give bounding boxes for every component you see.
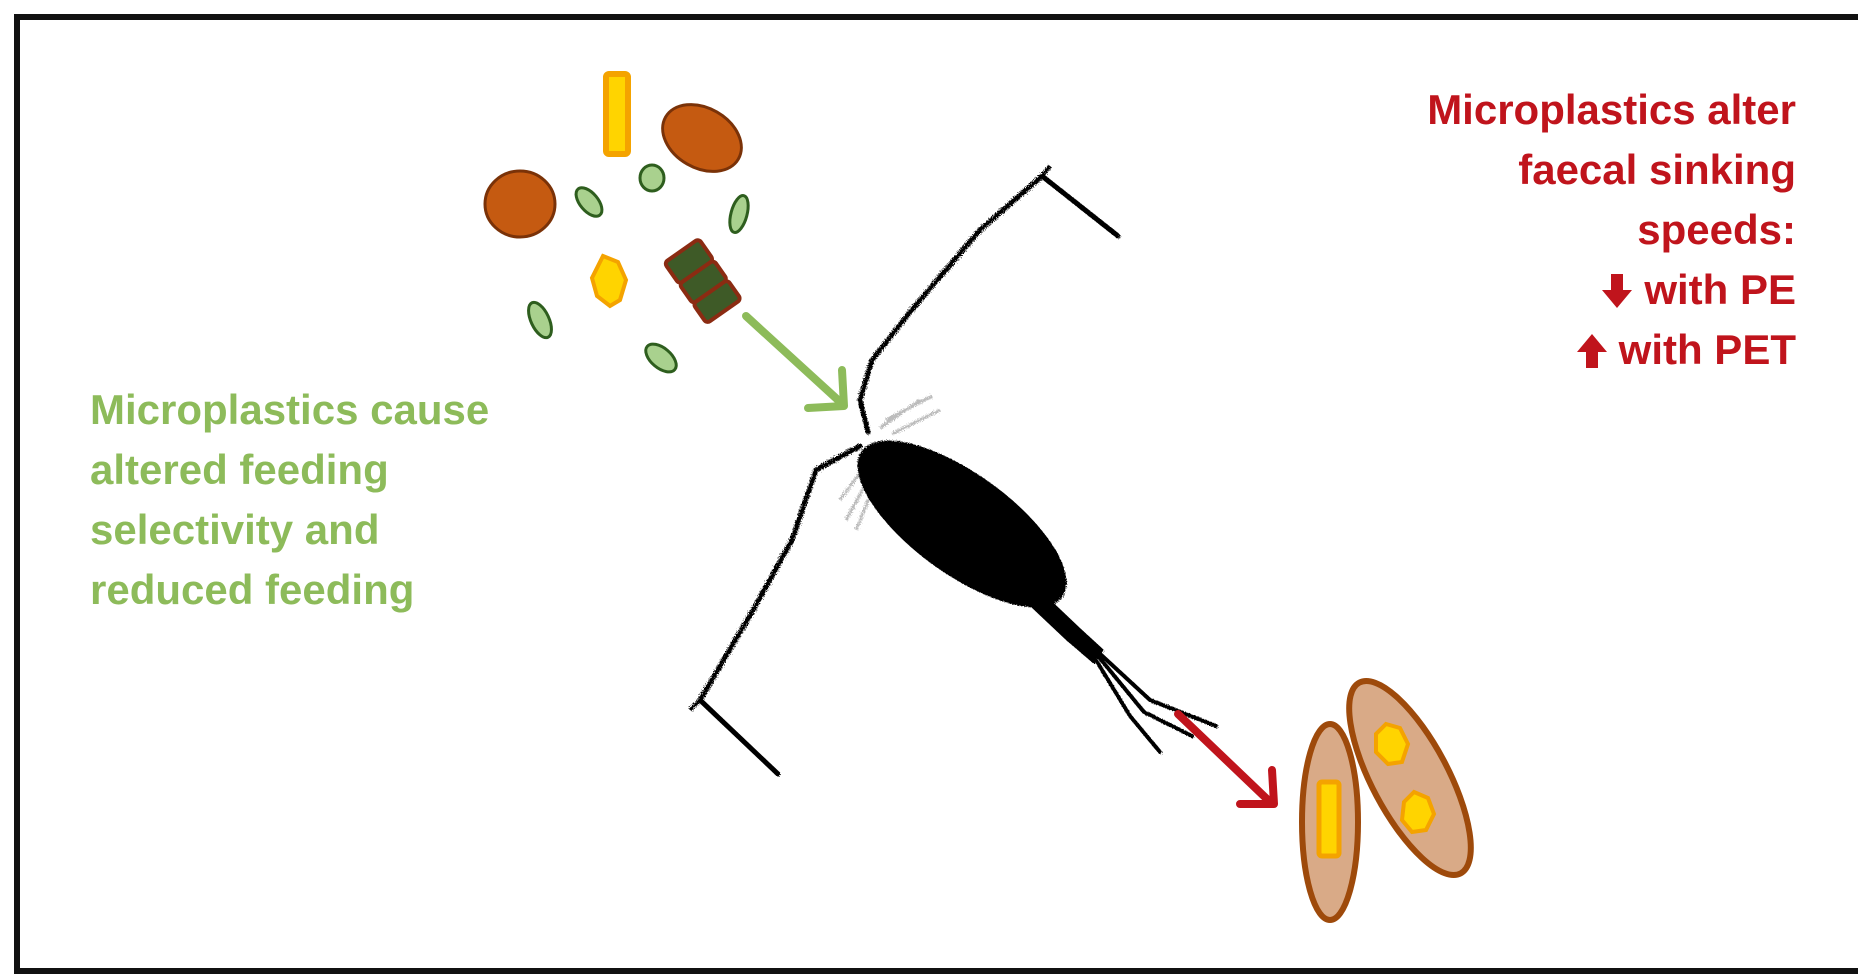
pet-effect-text: with PET [1619,326,1796,373]
algae-cell [726,194,751,235]
feeding-label-line: Microplastics cause [90,380,570,440]
pet-effect-row: with PET [1427,320,1796,380]
algae-cell [640,165,664,191]
pe-effect-text: with PE [1644,266,1796,313]
copepod [690,166,1216,774]
sinking-label-line: Microplastics alter [1427,80,1796,140]
diatom-chain [664,239,741,324]
feeding-arrow [746,316,844,408]
feeding-label-line: reduced feeding [90,560,570,620]
algae-cell [524,299,556,341]
feeding-effect-label: Microplastics cause altered feeding sele… [90,380,570,620]
microplastic-fragment [592,256,626,306]
ciliate-particle [485,171,555,237]
sinking-label-line: faecal sinking [1427,140,1796,200]
pe-effect-row: with PE [1427,260,1796,320]
down-arrow-icon [1602,274,1632,308]
ciliate-particle [651,91,754,185]
feeding-label-line: altered feeding [90,440,570,500]
food-particles [485,74,753,377]
sinking-effect-label: Microplastics alter faecal sinking speed… [1427,80,1796,380]
algae-cell [641,339,681,377]
sinking-arrow [1178,714,1274,804]
sinking-label-line: speeds: [1427,200,1796,260]
faecal-pellet-pe [1302,724,1358,920]
algae-cell [571,183,607,221]
feeding-label-line: selectivity and [90,500,570,560]
microplastic-fibre [606,74,628,154]
up-arrow-icon [1577,334,1607,368]
